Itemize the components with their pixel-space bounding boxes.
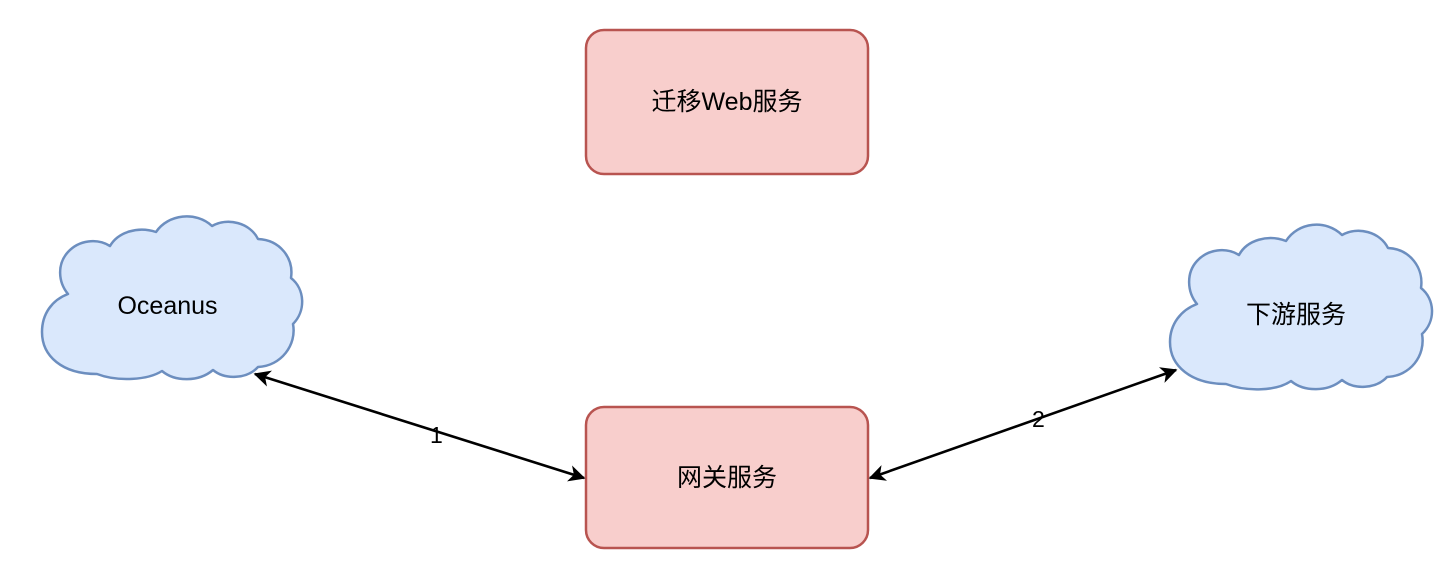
edge-label-2: 2 <box>1032 406 1045 432</box>
node-gateway-service[interactable] <box>584 405 870 550</box>
node-migrate-web-service[interactable] <box>584 28 870 176</box>
edge-2-line[interactable] <box>868 367 1178 481</box>
edge-1-line[interactable] <box>253 370 586 482</box>
edge-label-1: 1 <box>430 422 443 448</box>
node-downstream-service[interactable] <box>1168 223 1434 391</box>
node-oceanus[interactable] <box>40 215 304 381</box>
